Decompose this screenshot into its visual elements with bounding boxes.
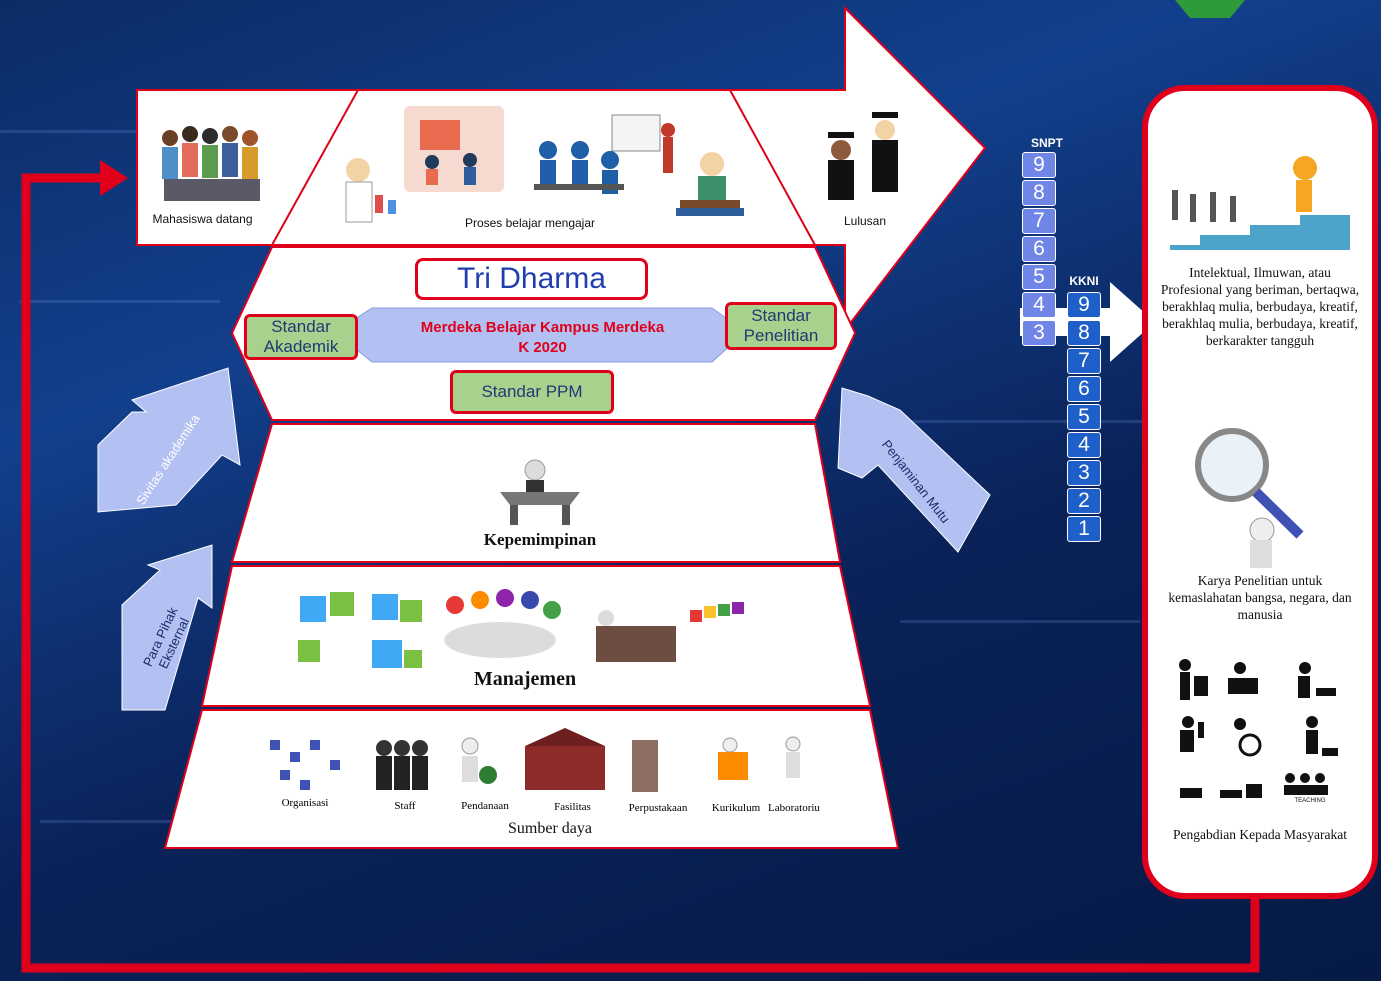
standar-penelitian-box: Standar Penelitian [725, 302, 837, 350]
standar-ppm-box: Standar PPM [450, 370, 614, 414]
manajemen-label: Manajemen [473, 668, 577, 690]
standar-akademik-box: Standar Akademik [244, 314, 358, 360]
resource-fasilitas: Fasilitas [554, 801, 591, 813]
bg-streak [20, 300, 220, 303]
kkni-level: 4 [1067, 432, 1101, 458]
bg-streak [860, 420, 1160, 423]
resource-perpustakaan: Perpustakaan [628, 802, 688, 814]
classroom-illustration [404, 106, 504, 192]
kepemimpinan-label: Kepemimpinan [483, 530, 597, 549]
resource-staff: Staff [394, 800, 416, 812]
mahasiswa-label: Mahasiswa datang [152, 212, 253, 226]
bg-streak [900, 620, 1140, 623]
snpt-level: 3 [1022, 320, 1056, 346]
lulusan-label: Lulusan [843, 214, 887, 228]
kkni-level: 1 [1067, 516, 1101, 542]
kkni-level: 8 [1067, 320, 1101, 346]
scientist-illustration [345, 158, 396, 223]
outcome-penelitian: Karya Penelitian untuk kemaslahatan bang… [1168, 573, 1352, 622]
outcome-intelektual: Intelektual, Ilmuwan, atau Profesional y… [1160, 265, 1360, 348]
top-separator [729, 89, 816, 246]
bg-streak [40, 820, 220, 823]
snpt-level: 7 [1022, 208, 1056, 234]
top-process-arrow [136, 5, 987, 333]
outcome-pengabdian: Pengabdian Kepada Masyarakat [1173, 827, 1347, 842]
climber-illustration [1170, 156, 1350, 250]
merdeka-text: Merdeka Belajar Kampus Merdeka K 2020 [380, 318, 705, 358]
reader-illustration [676, 152, 744, 216]
proses-label: Proses belajar mengajar [464, 216, 596, 230]
kkni-level: 6 [1067, 376, 1101, 402]
kkni-level: 9 [1067, 292, 1101, 318]
leader-illustration [500, 459, 580, 525]
resource-pendanaan: Pendanaan [461, 800, 509, 812]
kkni-level: 2 [1067, 488, 1101, 514]
penjaminan-arrow [837, 387, 991, 553]
graduates-illustration [828, 112, 898, 200]
feedback-loop-line [21, 173, 1260, 973]
snpt-level: 5 [1022, 264, 1056, 290]
tri-dharma-title: Tri Dharma [415, 258, 648, 300]
resources-illustration [270, 728, 801, 792]
top-separator [271, 89, 359, 246]
sumber-daya-label: Sumber daya [508, 820, 592, 837]
kkni-level: 7 [1067, 348, 1101, 374]
merdeka-line1: Merdeka Belajar Kampus Merdeka [420, 319, 665, 336]
teaching-label: TEACHING [1294, 798, 1326, 804]
logo-fragment [1175, 0, 1245, 18]
magnifier-illustration [1195, 428, 1304, 568]
feedback-loop-arrowhead [100, 160, 128, 196]
sivitas-arrow [97, 367, 241, 513]
snpt-label: SNPT [1030, 136, 1063, 150]
merdeka-line2: K 2020 [518, 339, 567, 356]
community-service-illustration [1179, 659, 1338, 798]
resource-organisasi: Organisasi [281, 797, 329, 809]
bg-streak [0, 130, 260, 133]
snpt-level: 8 [1022, 180, 1056, 206]
management-illustration [298, 589, 744, 668]
kkni-level: 5 [1067, 404, 1101, 430]
snpt-level: 4 [1022, 292, 1056, 318]
para-pihak-arrow [121, 544, 213, 711]
kkni-level: 3 [1067, 460, 1101, 486]
kkni-label: KKNI [1069, 274, 1099, 288]
lecture-illustration [534, 114, 675, 194]
resource-laboratorium: Laboratoriu [768, 802, 820, 814]
snpt-level: 6 [1022, 236, 1056, 262]
resource-kurikulum: Kurikulum [711, 802, 761, 814]
students-illustration [162, 126, 260, 201]
snpt-level: 9 [1022, 152, 1056, 178]
